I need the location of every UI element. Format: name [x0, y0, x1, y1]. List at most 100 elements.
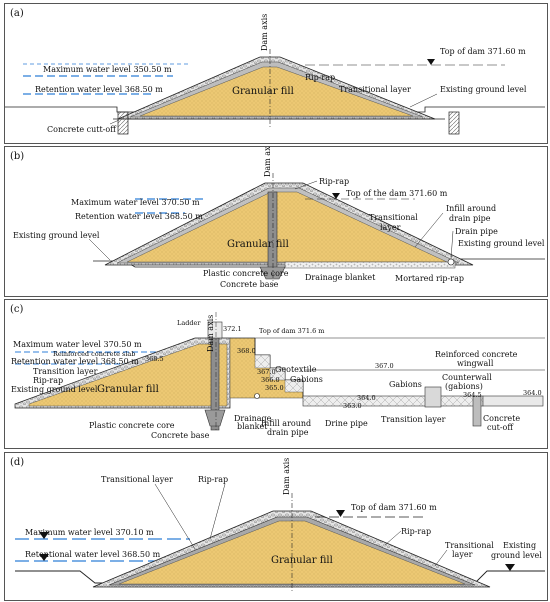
riprap-label: Rip-rap	[305, 73, 335, 82]
infill-label-2: drain pipe	[267, 428, 309, 437]
wingwall-label-1: Reinforced concrete	[435, 350, 518, 359]
riprap-label: Rip-rap	[33, 376, 63, 385]
top-dam-label: Top of dam 371.60 m	[440, 47, 526, 56]
el-372-label: 372.1	[223, 325, 242, 333]
dam-axis-label: Dam axis	[282, 458, 291, 495]
ground-left-leader	[88, 238, 111, 261]
ground-label: Existing ground level	[11, 385, 98, 394]
cutoff-label: Concrete cutt-off	[47, 125, 117, 134]
top-dam-label: Top of the dam 371.60 m	[346, 189, 448, 198]
el-3680-label: 368.0	[237, 347, 256, 355]
cutoff-left	[117, 111, 129, 135]
ground-leader	[409, 93, 438, 108]
riprap-label: Rip-rap	[319, 177, 349, 186]
panel-tag: (b)	[10, 151, 24, 162]
dam-axis-label: Dam axis	[260, 14, 269, 51]
transitional-label-2: layer	[380, 223, 401, 232]
transitional-left-leader	[154, 483, 196, 550]
ground-marker	[505, 564, 515, 571]
transitional-right-leader	[434, 549, 448, 567]
top-dam-marker	[336, 510, 345, 517]
top-dam-label: Top of dam 371.60 m	[351, 503, 437, 512]
infill-label-1: Infill around	[446, 204, 496, 213]
ground-right-label: Existing ground level	[458, 239, 545, 248]
panel-a: (a) Dam axis Top of dam 371.60 m Maximum…	[4, 3, 548, 144]
counterwall-label-1: Counterwall	[442, 373, 492, 382]
transitional-left-label: Transitional layer	[101, 475, 173, 484]
panel-a-drawing: (a) Dam axis Top of dam 371.60 m Maximum…	[5, 8, 545, 135]
top-dam-marker	[332, 193, 340, 199]
riprap-left-leader	[209, 483, 226, 540]
top-dam-label: Top of dam 371.6 m	[259, 327, 324, 335]
drine-label: Drine pipe	[325, 419, 368, 428]
blanket-label-1: Drainage	[234, 414, 272, 423]
riprap-right-leader	[384, 530, 402, 546]
transition-bottom-label: Transition layer	[381, 415, 446, 424]
cutoff-label-1: Concrete	[483, 414, 520, 423]
retention-level-label: Retention water level 368.50 m	[35, 85, 163, 94]
drain-pipe-leader	[450, 230, 454, 260]
el-367-b-label: 367.0	[375, 362, 394, 370]
el-364-b-label: 364.0	[523, 389, 542, 397]
gabions-1-label: Gabions	[290, 375, 323, 384]
transitional-label: Transitional layer	[339, 85, 411, 94]
el-3645-label: 364.5	[463, 391, 482, 399]
panel-tag: (a)	[10, 8, 24, 19]
gabion-2	[269, 367, 286, 381]
panel-c: (c) Dam axis Ladder 372.1 Top of dam 371…	[4, 299, 548, 449]
transitional-right-label-1: Transitional	[445, 541, 494, 550]
max-level-label: Maximum water level 370.50 m	[13, 340, 142, 349]
base-label: Concrete base	[151, 431, 210, 440]
gabion-1	[254, 354, 271, 369]
el-365-label: 365.0	[265, 384, 284, 392]
slab-label: Reinforced concrete slab	[53, 350, 135, 358]
retention-level-label: Retention water level 368.50 m	[75, 212, 203, 221]
panel-d: (d) Dam axis Transitional layer Rip-rap …	[4, 452, 548, 601]
base-label: Concrete base	[220, 280, 279, 289]
max-level-label: Maximum water level 370.50 m	[71, 198, 200, 207]
cutoff-label-2: cut-off	[487, 423, 514, 432]
max-level-label: Maximum water level 370.10 m	[25, 528, 154, 537]
crest-wall	[207, 321, 223, 339]
transitional-label-1: Transitional	[369, 213, 418, 222]
ground-label-1: Existing	[503, 541, 536, 550]
counterwall	[424, 386, 442, 408]
panel-tag: (d)	[10, 457, 24, 468]
ground-label-2: ground level	[491, 551, 542, 560]
drainage-blanket	[284, 261, 456, 269]
concrete-core	[267, 191, 278, 275]
retention-level-label: Retention water level 368.50 m	[11, 357, 139, 366]
ladder-label: Ladder	[177, 319, 201, 327]
el-363-label: 363.0	[343, 402, 362, 410]
infill-label-2: drain pipe	[449, 214, 491, 223]
riprap-leader	[294, 180, 318, 190]
granular-fill	[139, 66, 414, 117]
cutoff-leader	[109, 119, 120, 125]
ground-label: Existing ground level	[440, 85, 527, 94]
transition-layer-label: Transition layer	[33, 367, 98, 376]
dam-axis-label: Dam axis	[263, 147, 272, 177]
ground-left-label: Existing ground level	[13, 231, 100, 240]
panel-b-drawing: (b) Dam axis Maximum water level 370.50 …	[10, 147, 545, 289]
concrete-base	[259, 266, 286, 280]
infill-label-1: Infill around	[261, 419, 311, 428]
retention-level-label: Retentional water level 368.50 m	[25, 550, 161, 559]
el-364-a-label: 364.0	[357, 394, 376, 402]
fill-label: Granular fill	[227, 239, 289, 250]
panel-b: (b) Dam axis Maximum water level 370.50 …	[4, 146, 548, 297]
gabions-2-label: Gabions	[389, 380, 422, 389]
geotextile-label: Geotextile	[275, 365, 317, 374]
el-366-label: 366.0	[261, 376, 280, 384]
riprap-left-label: Rip-rap	[198, 475, 228, 484]
el-367-a-label: 367.0	[257, 368, 276, 376]
gabion-3	[284, 379, 304, 393]
transitional-right-label-2: layer	[452, 550, 473, 559]
el-3685-label: 368.5	[145, 355, 164, 363]
granular-fill	[28, 343, 228, 407]
infill-leader	[414, 212, 444, 248]
fill-label: Granular fill	[97, 384, 159, 395]
counterwall-label-2: (gabions)	[445, 382, 483, 391]
wingwall-label-2: wingwall	[457, 359, 494, 368]
dam-axis-label: Dam axis	[206, 315, 215, 352]
panel-d-drawing: (d) Dam axis Transitional layer Rip-rap …	[10, 457, 545, 593]
